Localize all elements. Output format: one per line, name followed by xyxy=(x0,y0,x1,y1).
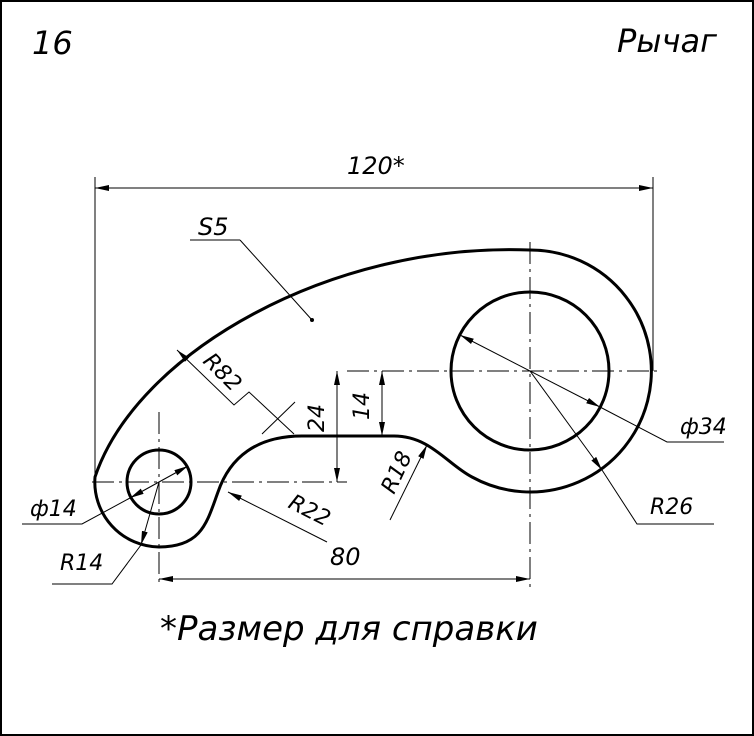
dim-r18: R18 xyxy=(377,448,418,498)
drawing-title: Рычаг xyxy=(617,22,717,60)
dim-r22: R22 xyxy=(284,490,334,532)
dim-r14: R14 xyxy=(60,551,103,576)
thickness-label: S5 xyxy=(198,213,229,241)
dim-24: 24 xyxy=(305,404,330,432)
sheet-number: 16 xyxy=(32,24,73,62)
dim-14: 14 xyxy=(350,392,375,420)
part-outline xyxy=(93,248,653,549)
dim-r82: R82 xyxy=(198,349,246,397)
dim-r26: R26 xyxy=(650,495,693,520)
dim-80: 80 xyxy=(330,543,361,571)
reference-note: *Размер для справки xyxy=(160,609,538,649)
dim-hole-small: ф14 xyxy=(30,497,77,522)
dim-120: 120* xyxy=(347,152,405,180)
dim-hole-large: ф34 xyxy=(680,415,727,440)
